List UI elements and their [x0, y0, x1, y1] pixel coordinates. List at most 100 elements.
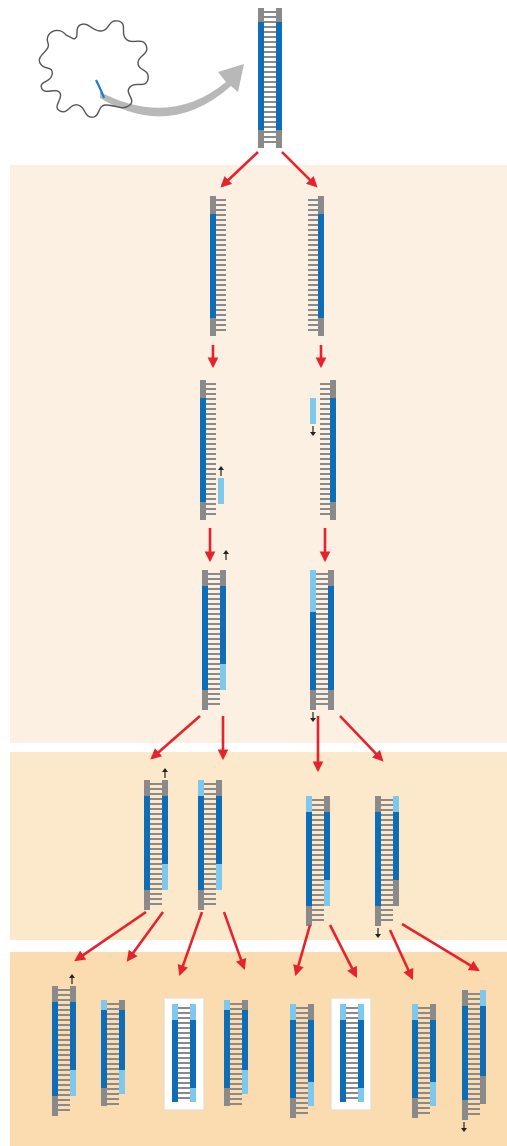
base-rung: [150, 833, 162, 835]
base-rung: [264, 16, 276, 18]
strand-segment: [119, 1010, 125, 1070]
base-rung: [346, 1012, 358, 1014]
base-rung: [346, 1097, 358, 1099]
base-rung: [208, 588, 220, 590]
base-rung: [312, 864, 324, 866]
base-rung: [316, 613, 328, 615]
base-rung: [264, 56, 276, 58]
base-rung: [308, 214, 318, 216]
base-rung: [468, 1013, 480, 1015]
strand-segment: [144, 890, 150, 910]
base-rung: [178, 1092, 190, 1094]
base-rung: [204, 853, 216, 855]
strand-segment: [119, 1070, 125, 1094]
base-rung: [296, 1027, 308, 1029]
base-rung: [381, 824, 393, 826]
base-rung: [216, 279, 226, 281]
base-rung: [316, 683, 328, 685]
base-rung: [107, 1008, 119, 1010]
base-rung: [58, 1064, 70, 1066]
base-rung: [150, 818, 162, 820]
base-rung: [320, 453, 330, 455]
base-rung: [296, 1077, 308, 1079]
strand-segment: [340, 1020, 346, 1090]
base-rung: [316, 623, 328, 625]
base-rung: [381, 889, 393, 891]
strand-segment: [52, 1096, 58, 1116]
base-rung: [312, 879, 324, 881]
base-rung: [206, 453, 216, 455]
extension-arrow-up: [69, 974, 75, 984]
base-rung: [264, 141, 276, 143]
base-rung: [150, 903, 162, 905]
base-rung: [208, 628, 220, 630]
base-rung: [206, 388, 216, 390]
base-rung: [312, 914, 324, 916]
base-rung: [230, 1093, 242, 1095]
strand-segment: [462, 990, 468, 1006]
base-rung: [308, 299, 318, 301]
base-rung: [308, 264, 318, 266]
base-rung: [418, 1047, 430, 1049]
base-rung: [312, 874, 324, 876]
base-rung: [178, 1022, 190, 1024]
base-rung: [107, 1093, 119, 1095]
base-rung: [216, 199, 226, 201]
strand-segment: [198, 890, 204, 910]
base-rung: [312, 869, 324, 871]
base-rung: [264, 36, 276, 38]
base-rung: [381, 899, 393, 901]
base-rung: [150, 883, 162, 885]
base-rung: [204, 863, 216, 865]
base-rung: [204, 828, 216, 830]
extension-arrow-down: [375, 928, 381, 938]
strand-segment: [430, 1020, 436, 1082]
base-rung: [58, 1109, 70, 1111]
base-rung: [308, 269, 318, 271]
strand-segment: [318, 318, 324, 336]
base-rung: [308, 224, 318, 226]
base-rung: [381, 909, 393, 911]
cycle-2-band: [10, 752, 507, 940]
base-rung: [58, 1069, 70, 1071]
strand-segment: [172, 1090, 178, 1102]
base-rung: [418, 1012, 430, 1014]
strand-segment: [308, 1020, 314, 1082]
base-rung: [204, 833, 216, 835]
base-rung: [204, 783, 216, 785]
base-rung: [216, 229, 226, 231]
base-rung: [320, 443, 330, 445]
base-rung: [206, 483, 216, 485]
base-rung: [308, 324, 318, 326]
strand-segment: [340, 1004, 346, 1020]
strand-segment: [310, 690, 316, 710]
base-rung: [208, 613, 220, 615]
base-rung: [418, 1082, 430, 1084]
base-rung: [204, 788, 216, 790]
strand-segment: [162, 864, 168, 890]
strand-segment: [198, 796, 204, 890]
base-rung: [216, 219, 226, 221]
base-rung: [418, 1032, 430, 1034]
base-rung: [316, 598, 328, 600]
base-rung: [308, 204, 318, 206]
base-rung: [346, 1077, 358, 1079]
arrow-cycle2-a: [150, 715, 201, 760]
base-rung: [320, 423, 330, 425]
base-rung: [206, 423, 216, 425]
base-rung: [316, 638, 328, 640]
base-rung: [216, 244, 226, 246]
base-rung: [107, 1068, 119, 1070]
base-rung: [418, 1097, 430, 1099]
base-rung: [264, 21, 276, 23]
base-rung: [206, 513, 216, 515]
base-rung: [208, 663, 220, 665]
base-rung: [346, 1042, 358, 1044]
base-rung: [346, 1027, 358, 1029]
base-rung: [208, 583, 220, 585]
base-rung: [418, 1087, 430, 1089]
strand-segment: [162, 780, 168, 796]
base-rung: [264, 11, 276, 13]
base-rung: [58, 1019, 70, 1021]
strand-segment: [306, 796, 312, 812]
